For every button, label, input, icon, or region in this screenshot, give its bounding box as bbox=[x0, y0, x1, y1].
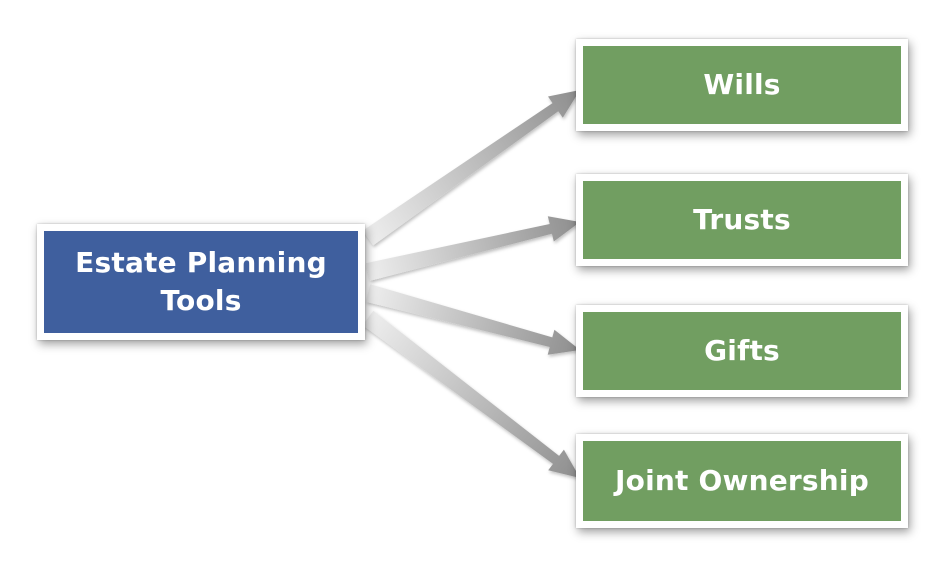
trusts-label: Trusts bbox=[693, 203, 791, 236]
arrow-to-joint-ownership bbox=[362, 310, 580, 478]
joint-ownership-box: Joint Ownership bbox=[576, 434, 908, 528]
arrow-to-gifts bbox=[365, 284, 580, 355]
wills-box: Wills bbox=[576, 39, 908, 131]
root-label-line-1: Estate Planning bbox=[75, 246, 327, 279]
arrow-to-trusts bbox=[365, 216, 580, 281]
estate-planning-tools-box: Estate Planning Tools bbox=[37, 224, 365, 340]
gifts-box: Gifts bbox=[576, 305, 908, 397]
root-label-line-2: Tools bbox=[160, 284, 242, 317]
wills-label: Wills bbox=[703, 68, 781, 101]
gifts-label: Gifts bbox=[704, 334, 780, 367]
trusts-box: Trusts bbox=[576, 174, 908, 266]
arrow-to-wills bbox=[362, 90, 580, 246]
joint-ownership-label: Joint Ownership bbox=[615, 464, 869, 497]
